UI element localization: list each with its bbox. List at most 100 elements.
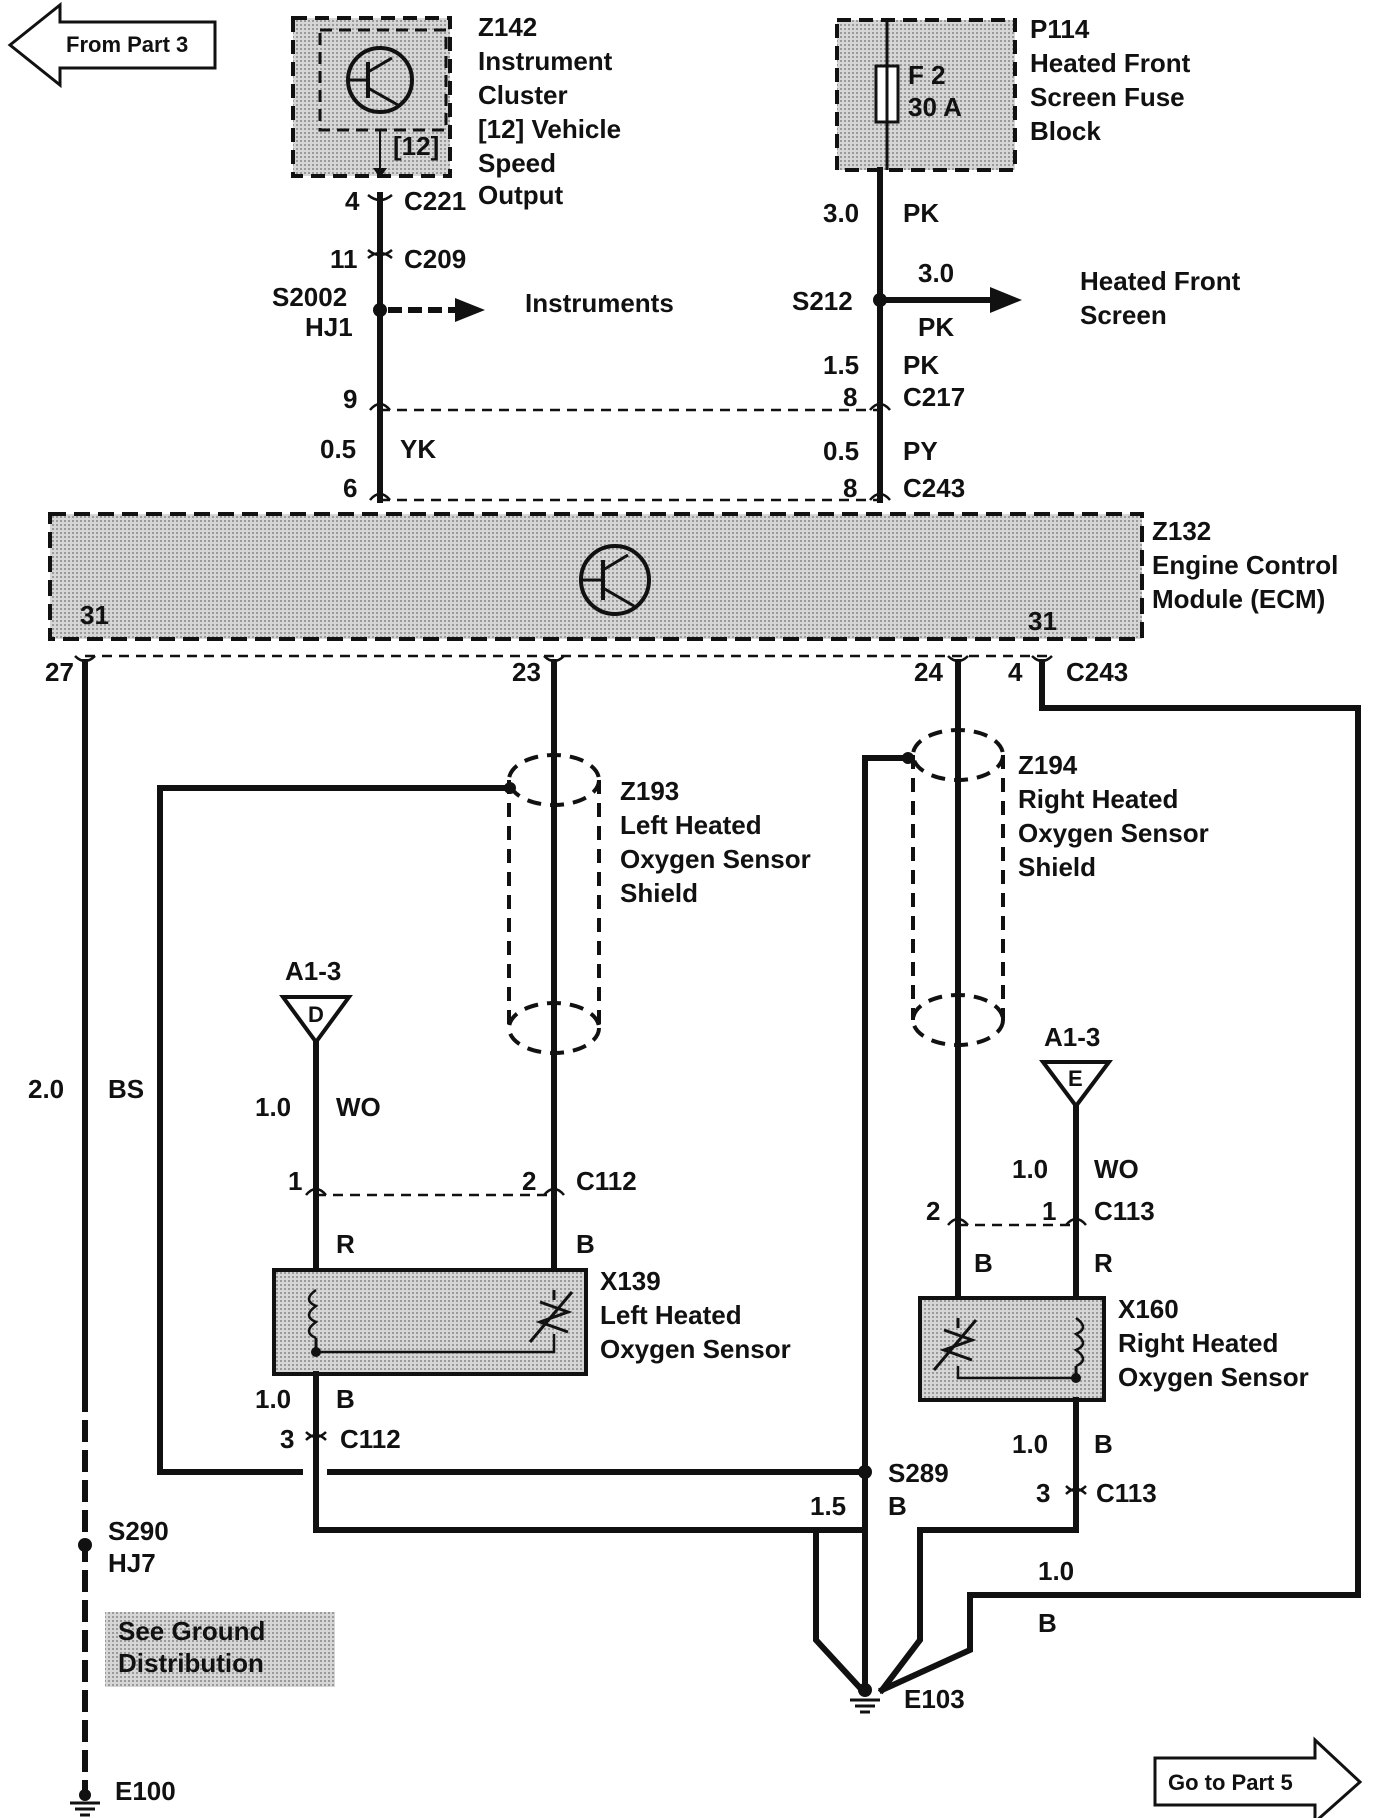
- transistor-icon: [346, 46, 414, 114]
- z194-line3: Shield: [1018, 852, 1096, 882]
- fuse-block: F 2 30 A P114 Heated Front Screen Fuse B…: [835, 14, 1191, 172]
- instrument-cluster: [12] Z142 Instrument Cluster [12] Vehicl…: [291, 12, 621, 210]
- s290-label: S290: [108, 1516, 169, 1546]
- right-pin1: 1: [1042, 1196, 1056, 1226]
- p114-line1: Heated Front: [1030, 48, 1191, 78]
- right-feed-color: WO: [1094, 1154, 1139, 1184]
- engine-control-module: 31 31 Z132 Engine Control Module (ECM): [48, 512, 1338, 641]
- left-sensor-signal: Z193 Left Heated Oxygen Sensor Shield: [507, 659, 811, 1198]
- c243-top-label: C243: [903, 473, 965, 503]
- x139-id: X139: [600, 1266, 661, 1296]
- s2002-label: S2002: [272, 282, 347, 312]
- z193-id: Z193: [620, 776, 679, 806]
- ecm-line2: Module (ECM): [1152, 584, 1325, 614]
- x160-line1: Right Heated: [1118, 1328, 1278, 1358]
- c217-left-pin: 9: [343, 384, 357, 414]
- right-fuse-path: 3.0 PK S212 3.0 PK Heated Front Screen 1…: [792, 167, 1241, 503]
- z142-line5: Output: [478, 180, 564, 210]
- branch-gauge: 3.0: [918, 258, 954, 288]
- right-gnd-color: B: [1094, 1429, 1113, 1459]
- c243-left-pin: 6: [343, 473, 357, 503]
- z142-line3: [12] Vehicle: [478, 114, 621, 144]
- left-gnd-pin: 3: [280, 1424, 294, 1454]
- s212-splice: [873, 293, 887, 307]
- c209-pin: 11: [330, 244, 358, 274]
- ground-note-line1: See Ground: [118, 1616, 265, 1646]
- z142-pin-tag: [12]: [393, 131, 439, 161]
- heated-screen-arrow: [990, 287, 1022, 313]
- right-c113-label: C113: [1094, 1196, 1155, 1226]
- bs-gauge: 2.0: [28, 1074, 64, 1104]
- z142-line4: Speed: [478, 148, 556, 178]
- s289-gauge: 1.5: [810, 1491, 846, 1521]
- right-r-color: R: [1094, 1248, 1113, 1278]
- right-feed-letter: E: [1068, 1066, 1083, 1091]
- left-feed-triangle-icon: [279, 995, 353, 1046]
- pk-color-1: PK: [903, 198, 939, 228]
- fuse-rating: 30 A: [908, 92, 962, 122]
- right-variable-resistor-icon: [932, 1318, 978, 1371]
- z193-line3: Shield: [620, 878, 698, 908]
- variable-resistor-icon: [528, 1290, 574, 1343]
- z142-line2: Cluster: [478, 80, 568, 110]
- x160-id: X160: [1118, 1294, 1179, 1324]
- p114-line3: Block: [1030, 116, 1101, 146]
- c243-right-pin: 8: [843, 473, 857, 503]
- yk-color: YK: [400, 434, 436, 464]
- left-shield-drain: [157, 785, 513, 1475]
- e100-label: E100: [115, 1776, 176, 1806]
- pin-4: 4: [1008, 657, 1023, 687]
- pk-gauge-2: 1.5: [823, 350, 859, 380]
- ground-e100-icon: [70, 1789, 100, 1817]
- x139-line2: Oxygen Sensor: [600, 1334, 791, 1364]
- heater-return-gauge: 1.0: [1038, 1556, 1074, 1586]
- z142-line1: Instrument: [478, 46, 613, 76]
- left-pin1: 1: [288, 1166, 302, 1196]
- left-gnd-color: B: [336, 1384, 355, 1414]
- s289-color: B: [888, 1491, 907, 1521]
- right-gnd-c113: C113: [1096, 1478, 1157, 1508]
- heater-return-wire: [878, 659, 1361, 1694]
- from-part-label: From Part 3: [66, 32, 188, 57]
- right-pin2: 2: [926, 1196, 940, 1226]
- z142-id: Z142: [478, 12, 537, 42]
- right-gnd-gauge: 1.0: [1012, 1429, 1048, 1459]
- from-part-arrow[interactable]: From Part 3: [7, 1, 217, 89]
- z194-line2: Oxygen Sensor: [1018, 818, 1209, 848]
- left-gnd-gauge: 1.0: [255, 1384, 291, 1414]
- branch-color: PK: [918, 312, 954, 342]
- left-sensor-ground: [813, 1527, 867, 1695]
- s289-splice: [858, 1465, 872, 1479]
- left-speed-path: 4 C221 11 C209 S2002 HJ1 Instruments 9 0…: [272, 186, 674, 503]
- ecm-bottom-pins: 27 23 24 4 C243: [45, 655, 1128, 687]
- right-gnd-pin: 3: [1036, 1478, 1050, 1508]
- right-feed-gauge: 1.0: [1012, 1154, 1048, 1184]
- go-to-part-label: Go to Part 5: [1168, 1770, 1293, 1795]
- ecm-pin-left: 31: [80, 600, 109, 630]
- ground-e103-icon: [850, 1683, 880, 1714]
- ground-note-line2: Distribution: [118, 1648, 264, 1678]
- pin-23: 23: [512, 657, 541, 687]
- left-oxygen-sensor: A1-3 D 1.0 WO 1 2 C112 R B X139 Left Hea…: [255, 956, 868, 1533]
- pk-color-2: PK: [903, 350, 939, 380]
- pk-gauge-1: 3.0: [823, 198, 859, 228]
- s289-label: S289: [888, 1458, 949, 1488]
- p114-id: P114: [1030, 14, 1090, 44]
- c221-label: C221: [404, 186, 466, 216]
- z194-line1: Right Heated: [1018, 784, 1178, 814]
- ecm-transistor-icon: [579, 544, 651, 616]
- p114-line2: Screen Fuse: [1030, 82, 1185, 112]
- right-shield-drain: [862, 755, 911, 1693]
- go-to-part-arrow[interactable]: Go to Part 5: [1153, 1736, 1363, 1818]
- heater-return-color: B: [1038, 1608, 1057, 1638]
- right-sensor-signal: Z194 Right Heated Oxygen Sensor Shield: [911, 659, 1209, 1228]
- left-feed-letter: D: [308, 1002, 324, 1027]
- c217-label: C217: [903, 382, 965, 412]
- ecm-ground-wire: 2.0 BS S290 HJ7 See Ground Distribution …: [28, 659, 335, 1817]
- left-feed-color: WO: [336, 1092, 381, 1122]
- right-oxygen-sensor: A1-3 E 1.0 WO 2 1 C113 B R X160 Right He…: [877, 1022, 1309, 1695]
- left-b-color: B: [576, 1229, 595, 1259]
- c243-bottom-label: C243: [1066, 657, 1128, 687]
- pin-24: 24: [914, 657, 943, 687]
